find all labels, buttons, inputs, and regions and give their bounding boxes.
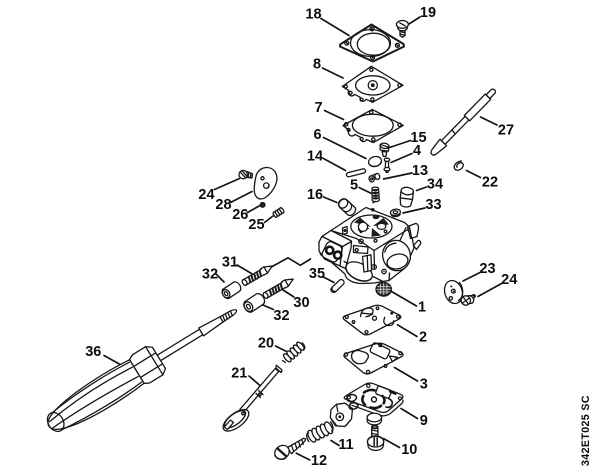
svg-text:25: 25 (248, 217, 264, 233)
svg-text:23: 23 (479, 261, 495, 277)
svg-text:8: 8 (313, 57, 321, 73)
svg-text:11: 11 (338, 437, 353, 453)
svg-text:3: 3 (420, 376, 428, 392)
svg-text:27: 27 (498, 123, 514, 139)
svg-text:26: 26 (232, 207, 248, 223)
svg-text:5: 5 (350, 178, 358, 194)
svg-text:15: 15 (410, 130, 426, 146)
svg-text:16: 16 (307, 187, 323, 203)
svg-text:24: 24 (198, 187, 214, 203)
svg-text:36: 36 (85, 344, 101, 360)
svg-text:6: 6 (314, 127, 322, 143)
svg-text:35: 35 (309, 266, 325, 282)
svg-text:13: 13 (412, 163, 428, 179)
svg-text:22: 22 (482, 175, 498, 191)
svg-text:21: 21 (231, 365, 247, 381)
svg-text:28: 28 (215, 197, 231, 213)
svg-text:32: 32 (273, 308, 289, 324)
svg-text:31: 31 (222, 255, 238, 271)
svg-text:33: 33 (425, 197, 441, 213)
svg-text:34: 34 (427, 176, 443, 192)
svg-text:20: 20 (258, 336, 274, 352)
svg-text:9: 9 (420, 413, 428, 429)
svg-text:30: 30 (293, 295, 309, 311)
svg-text:1: 1 (418, 299, 426, 315)
svg-text:10: 10 (401, 442, 417, 458)
svg-text:12: 12 (311, 453, 327, 469)
svg-text:19: 19 (420, 5, 436, 21)
svg-text:342ET025 SC: 342ET025 SC (580, 395, 592, 466)
svg-text:14: 14 (307, 148, 323, 164)
svg-text:4: 4 (413, 143, 421, 159)
svg-text:18: 18 (305, 6, 321, 22)
svg-text:32: 32 (202, 267, 218, 283)
svg-text:2: 2 (419, 330, 427, 346)
svg-text:7: 7 (314, 100, 322, 116)
svg-text:24: 24 (501, 272, 517, 288)
